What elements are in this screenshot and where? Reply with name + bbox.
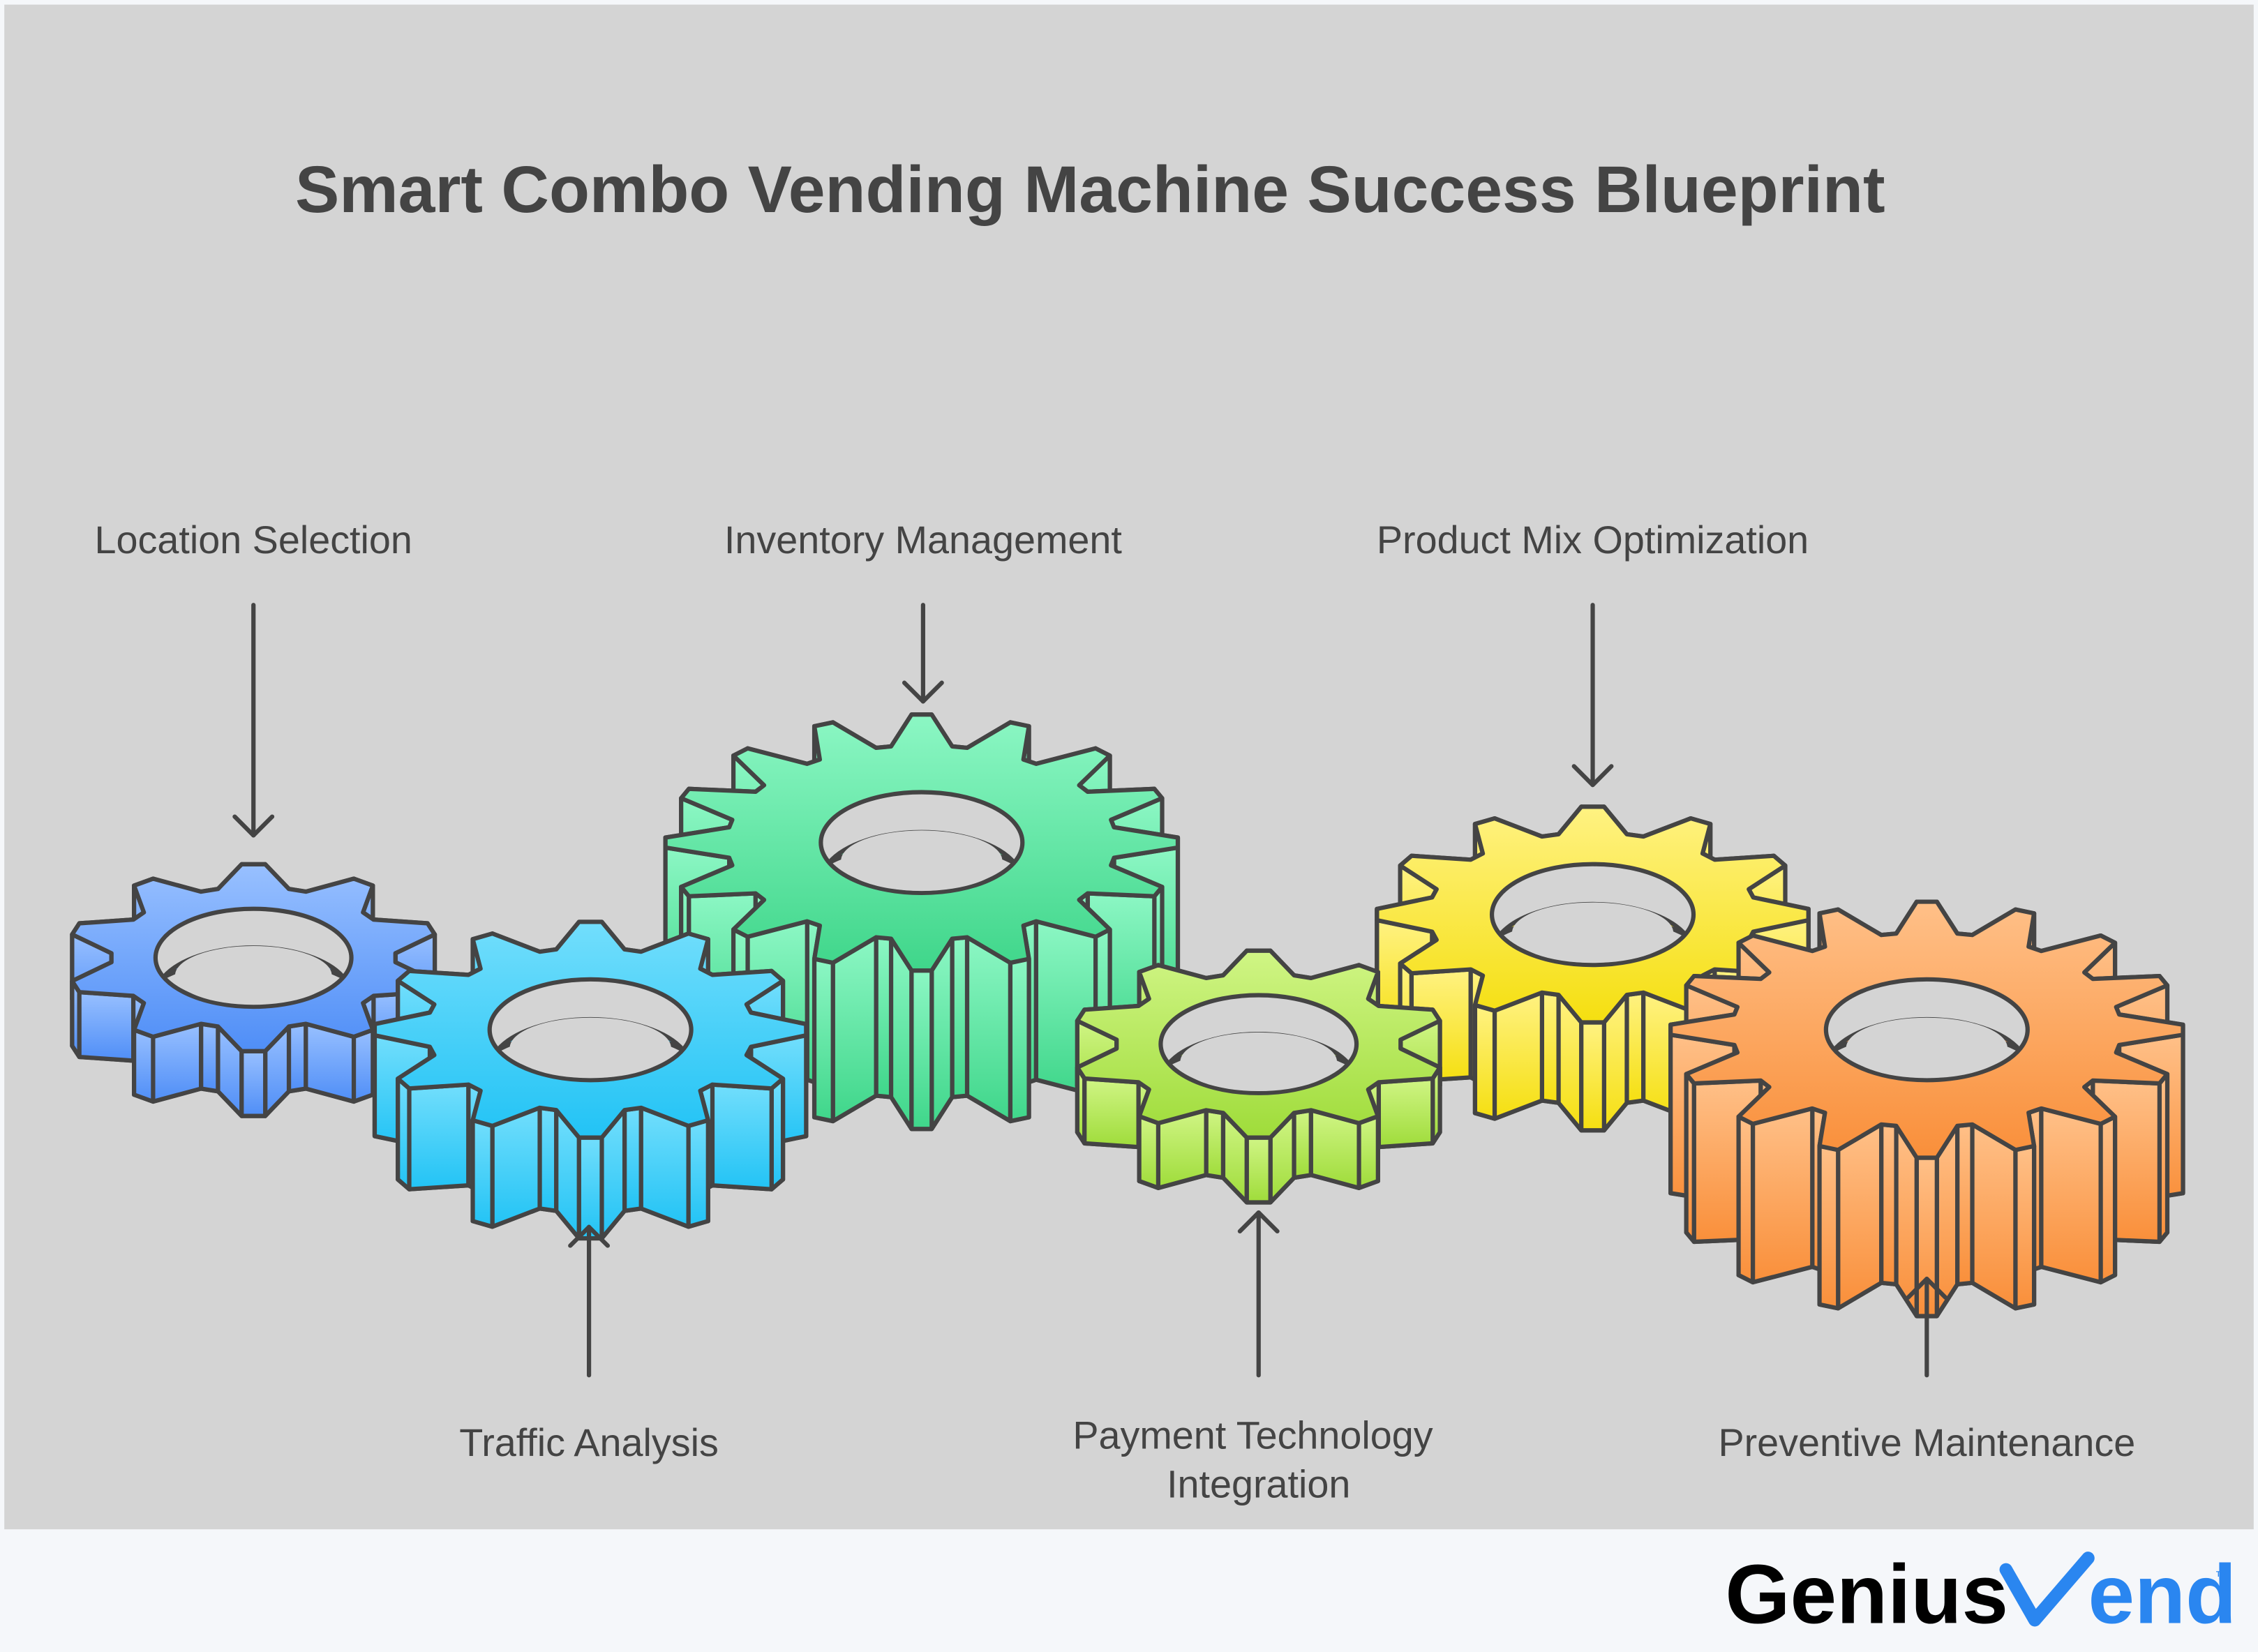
gear-hole-opening bbox=[509, 1017, 671, 1079]
gear-side bbox=[132, 1028, 156, 1104]
gear-side bbox=[909, 968, 934, 1132]
arrow-inventory-management bbox=[902, 603, 944, 704]
gear-payment-technology bbox=[1075, 948, 1442, 1205]
gear-side bbox=[1292, 1108, 1313, 1180]
gear-side bbox=[2013, 1143, 2037, 1311]
gear-side bbox=[1817, 1143, 1841, 1311]
arrow-payment-technology bbox=[1237, 1210, 1280, 1378]
gear-side bbox=[351, 1028, 375, 1104]
gears bbox=[70, 712, 2185, 1319]
check-v-icon bbox=[1999, 1552, 2095, 1627]
gear-side bbox=[537, 1105, 559, 1213]
label-location-selection: Location Selection bbox=[95, 518, 412, 562]
gear-side bbox=[1879, 1122, 1899, 1286]
svg-text:™: ™ bbox=[2215, 1568, 2229, 1584]
gear-side bbox=[1492, 990, 1544, 1121]
gear-hole-opening bbox=[174, 945, 332, 1005]
gear-side bbox=[1954, 1122, 1975, 1286]
gear-side bbox=[830, 935, 878, 1124]
arrow-preventive-maintenance bbox=[1906, 1276, 1948, 1378]
page-title: Smart Combo Vending Machine Success Blue… bbox=[295, 153, 1885, 227]
gear-side bbox=[1970, 1122, 2018, 1311]
gear-side bbox=[1472, 1003, 1497, 1121]
gear-side bbox=[407, 1082, 471, 1192]
gear-side bbox=[239, 1049, 268, 1118]
label-payment-technology-1: Payment Technology bbox=[1072, 1414, 1433, 1457]
gear-side bbox=[490, 1105, 542, 1229]
gear-side bbox=[286, 1021, 308, 1094]
gear-side bbox=[1082, 1076, 1141, 1150]
gear-side bbox=[1008, 956, 1031, 1124]
label-preventive-maintenance: Preventive Maintenance bbox=[1718, 1421, 2135, 1464]
gear-side bbox=[2039, 1106, 2103, 1285]
gear-side bbox=[576, 1135, 604, 1241]
gear-side bbox=[964, 935, 1013, 1124]
gear-side bbox=[1750, 1106, 1815, 1285]
gear-side bbox=[622, 1105, 643, 1213]
svg-text:end: end bbox=[2088, 1548, 2236, 1641]
gear-product-mix-optimization bbox=[1375, 804, 1811, 1133]
label-traffic-analysis: Traffic Analysis bbox=[459, 1421, 719, 1464]
gear-side bbox=[1137, 1113, 1160, 1190]
gear-side bbox=[686, 1118, 710, 1229]
label-product-mix-optimization: Product Mix Optimization bbox=[1377, 518, 1809, 562]
arrow-traffic-analysis bbox=[568, 1224, 611, 1378]
gear-hole-opening bbox=[1511, 902, 1674, 963]
gear-side bbox=[1579, 1020, 1606, 1133]
gear-side bbox=[77, 990, 136, 1063]
geniusvend-logo: Genius end ™ bbox=[1725, 1548, 2236, 1641]
gear-side bbox=[2098, 1114, 2118, 1285]
gear-side bbox=[1836, 1122, 1884, 1311]
arrow-product-mix bbox=[1571, 603, 1614, 788]
gear-side bbox=[1376, 1076, 1435, 1150]
gear-side bbox=[638, 1105, 691, 1229]
gear-side bbox=[1204, 1108, 1226, 1180]
gear-preventive-maintenance bbox=[1668, 899, 2185, 1319]
gear-side bbox=[1539, 990, 1561, 1105]
gear-side bbox=[710, 1082, 774, 1192]
label-payment-technology-2: Integration bbox=[1167, 1463, 1350, 1506]
gear-side bbox=[1244, 1135, 1273, 1205]
label-inventory-management: Inventory Management bbox=[724, 518, 1122, 562]
gear-side bbox=[812, 956, 835, 1124]
gear-hole-opening bbox=[841, 830, 1003, 892]
gear-side bbox=[950, 935, 970, 1099]
gear-side bbox=[199, 1021, 220, 1094]
gear-side bbox=[1624, 990, 1646, 1105]
gear-hole-opening bbox=[1846, 1017, 2007, 1079]
gear-side bbox=[1736, 1114, 1756, 1285]
gear-side bbox=[470, 1118, 495, 1229]
arrow-location-selection bbox=[232, 603, 275, 838]
gear-location-selection bbox=[70, 862, 438, 1118]
gear-side bbox=[874, 935, 894, 1099]
gear-traffic-analysis bbox=[372, 919, 809, 1241]
svg-text:Genius: Genius bbox=[1725, 1548, 2008, 1641]
gear-side bbox=[1356, 1113, 1380, 1190]
gear-hole-opening bbox=[1180, 1032, 1338, 1092]
